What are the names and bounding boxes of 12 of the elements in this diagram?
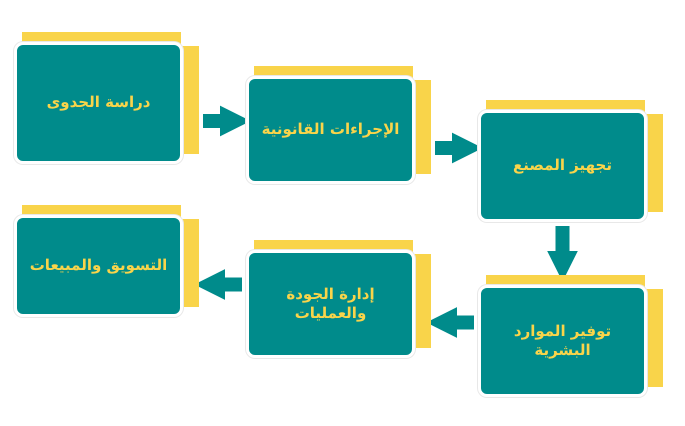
process-block: [14, 32, 199, 164]
step-label: التسويق والمبيعات: [30, 256, 168, 276]
step-label: دراسة الجدوى: [46, 93, 150, 113]
process-block: [246, 66, 431, 184]
process-block: [478, 275, 663, 397]
step-label: تجهيز المصنع: [512, 156, 612, 176]
step-label: الإجراءات القانونية: [262, 120, 400, 140]
step-label: توفير الموارد البشرية: [512, 322, 612, 360]
process-block: [246, 240, 431, 358]
process-block: [14, 205, 199, 317]
step-label: إدارة الجودة والعمليات: [285, 284, 376, 324]
process-block: [478, 100, 663, 222]
